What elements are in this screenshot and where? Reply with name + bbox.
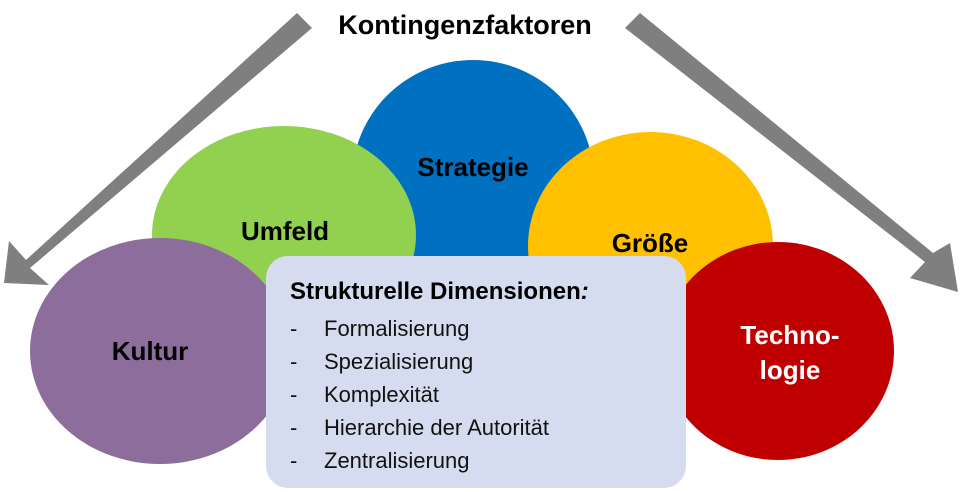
technologie-line-1: Techno- — [740, 320, 840, 350]
list-item-text: Formalisierung — [324, 316, 470, 341]
list-bullet: - — [290, 382, 298, 407]
box-title: Strukturelle Dimensionen: — [290, 278, 664, 306]
diagram-title: Kontingenzfaktoren — [338, 10, 592, 40]
technologie-line-2: logie — [759, 355, 821, 386]
factor-grosse-label: Größe — [611, 228, 689, 258]
structural-dimensions-box: Strukturelle Dimensionen: - Formalisierun… — [266, 256, 686, 488]
left-arrow — [4, 13, 312, 285]
dimension-list: - Formalisierung - Spezialisierung - Komple… — [290, 312, 664, 477]
list-item: - Zentralisierung — [290, 444, 664, 477]
factor-kultur-label: Kultur — [111, 336, 189, 366]
right-arrow — [625, 13, 958, 292]
list-item: - Spezialisierung — [290, 345, 664, 378]
list-item: - Komplexität — [290, 378, 664, 411]
list-item-text: Spezialisierung — [324, 349, 474, 374]
box-title-text: Strukturelle Dimensionen — [290, 278, 581, 305]
list-bullet: - — [290, 349, 298, 374]
list-bullet: - — [290, 448, 298, 473]
list-item-text: Komplexität — [324, 382, 439, 407]
list-item-text: Zentralisierung — [324, 448, 470, 473]
box-title-colon: : — [580, 278, 589, 305]
factor-umfeld-label: Umfeld — [240, 216, 330, 246]
factor-strategie-label: Strategie — [417, 152, 529, 182]
list-bullet: - — [290, 316, 298, 341]
factor-technologie-label: Techno- logie — [680, 318, 900, 388]
list-item-text: Hierarchie der Autorität — [324, 415, 549, 440]
list-item: - Formalisierung — [290, 312, 664, 345]
list-item: - Hierarchie der Autorität — [290, 411, 664, 444]
list-bullet: - — [290, 415, 298, 440]
factor-kultur-circle — [30, 238, 290, 464]
factor-technologie-circle — [662, 242, 894, 460]
